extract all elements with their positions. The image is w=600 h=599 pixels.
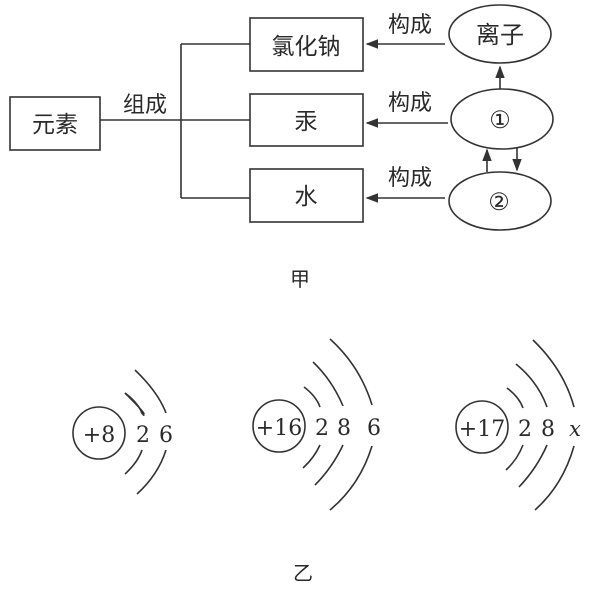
nucleus-17 (455, 400, 509, 454)
particle-1-ellipse (450, 88, 554, 150)
constitute-label-3: 构成 (388, 166, 432, 191)
shell-value: 6 (367, 416, 381, 441)
constitute-label-2: 构成 (388, 91, 432, 116)
nucleus-8-label: +8 (83, 423, 115, 448)
atom-structure-chlorine: +17 2 8 x (455, 339, 581, 511)
shell-value: 2 (315, 416, 329, 441)
water-box (249, 168, 364, 223)
particle-2-label: ② (488, 188, 510, 216)
arc (134, 369, 167, 414)
atom-structure-sulfur: +16 2 8 6 (252, 338, 381, 511)
arc (532, 339, 575, 408)
particle-1-label: ① (489, 106, 511, 134)
arc (505, 444, 524, 471)
nucleus-16-label: +16 (256, 416, 302, 441)
arc (518, 444, 548, 488)
arc (136, 449, 167, 495)
shell-value: 8 (541, 417, 555, 442)
arc (124, 392, 143, 414)
sodium-chloride-box (249, 17, 364, 72)
arc (534, 445, 575, 511)
compose-label: 组成 (123, 93, 167, 118)
arc (124, 449, 143, 475)
arc (312, 361, 344, 407)
shell-value: 6 (159, 423, 173, 448)
arc (329, 338, 373, 406)
ion-label: 离子 (476, 21, 524, 49)
water-label: 水 (295, 184, 318, 210)
nucleus-17-label: +17 (459, 417, 505, 442)
arc (515, 363, 548, 408)
mercury-label: 汞 (295, 109, 318, 135)
nucleus-8 (72, 406, 126, 460)
ion-ellipse (448, 4, 552, 64)
arc (329, 445, 373, 511)
shell-value: 8 (337, 416, 351, 441)
shell-value-unknown: x (569, 417, 581, 441)
arc (302, 444, 321, 469)
mercury-box (249, 93, 364, 147)
arc (303, 386, 321, 408)
nucleus-16 (252, 399, 306, 453)
shell-value: 2 (518, 417, 532, 442)
element-box (9, 96, 101, 151)
arc (314, 444, 344, 486)
element-label: 元素 (32, 112, 78, 138)
particle-2-ellipse (448, 171, 552, 231)
constitute-label-1: 构成 (388, 13, 432, 38)
arc (506, 387, 524, 409)
caption-a: 甲 (290, 267, 310, 291)
atom-structure-oxygen: +8 2 6 (72, 369, 173, 495)
sodium-chloride-label: 氯化钠 (272, 34, 341, 60)
shell-value: 2 (136, 423, 150, 448)
caption-b: 乙 (293, 561, 313, 585)
concept-map: 元素 组成 氯化钠 汞 水 构成 构成 构成 离子 ① ② (9, 4, 554, 231)
